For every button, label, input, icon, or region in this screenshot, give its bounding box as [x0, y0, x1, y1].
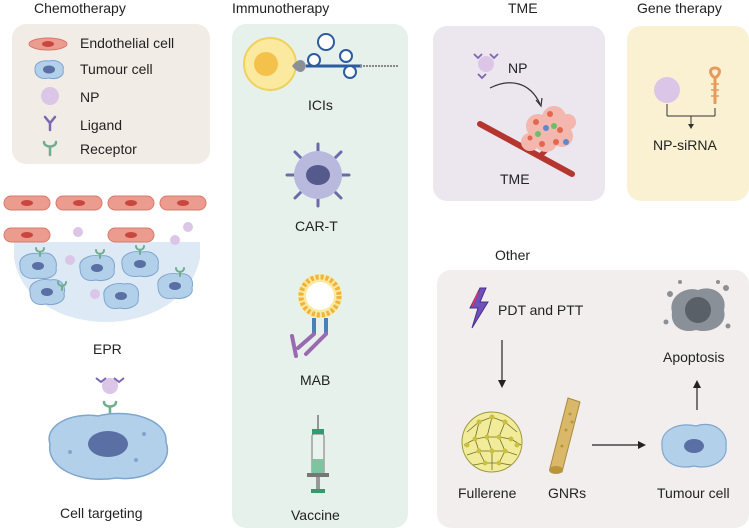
- vaccine-label: Vaccine: [291, 507, 340, 523]
- gnrs-label: GNRs: [548, 485, 587, 501]
- tumour-cell-icon-other: [661, 423, 727, 468]
- lightning-icon: [469, 287, 489, 329]
- receptor-icon: [42, 140, 58, 157]
- tme-panel: [433, 26, 605, 201]
- legend-ligand-label: Ligand: [80, 117, 123, 133]
- nanoparticle-icon: [41, 87, 59, 105]
- tme-illustration: [473, 53, 576, 177]
- tumour-cell-label: Tumour cell: [657, 485, 730, 501]
- apoptotic-cell-icon: [663, 280, 731, 332]
- chemotherapy-title: Chemotherapy: [34, 0, 126, 16]
- tumour-cell-icon: [34, 60, 64, 79]
- mab-icon: [290, 274, 342, 358]
- tme-label: TME: [500, 171, 530, 187]
- icis-icon: [243, 33, 398, 91]
- epr-label: EPR: [93, 341, 122, 357]
- legend-np-label: NP: [80, 89, 100, 105]
- mab-label: MAB: [300, 372, 331, 388]
- endothelial-cell-icon: [28, 37, 68, 51]
- np-sirna-diagram: [654, 66, 721, 129]
- pdt-ptt-label: PDT and PTT: [498, 302, 584, 318]
- legend-tumour-label: Tumour cell: [80, 61, 153, 77]
- car-t-cell-icon: [285, 142, 351, 208]
- np-label: NP: [508, 60, 528, 76]
- arrow-up-icon: [693, 380, 701, 410]
- arrow-right-icon: [592, 441, 646, 449]
- other-title: Other: [495, 247, 531, 263]
- gene-therapy-title: Gene therapy: [637, 0, 722, 16]
- arrow-down-icon: [498, 340, 506, 388]
- vaccine-syringe-icon: [307, 415, 329, 493]
- ligand-icon: [43, 115, 57, 132]
- legend-endothelial-label: Endothelial cell: [80, 35, 175, 51]
- tme-title: TME: [508, 0, 538, 16]
- gene-therapy-panel: [627, 26, 749, 201]
- icis-label: ICIs: [308, 97, 333, 113]
- np-sirna-label: NP-siRNA: [653, 137, 717, 153]
- cell-targeting-label: Cell targeting: [60, 505, 143, 521]
- fullerene-icon: [461, 411, 523, 473]
- car-t-label: CAR-T: [295, 218, 338, 234]
- fullerene-label: Fullerene: [458, 485, 517, 501]
- legend-receptor-label: Receptor: [80, 141, 137, 157]
- cell-targeting-illustration: [48, 377, 169, 480]
- epr-illustration: [3, 195, 207, 322]
- apoptosis-label: Apoptosis: [663, 349, 725, 365]
- immunotherapy-title: Immunotherapy: [232, 0, 330, 16]
- gold-nanorod-icon: [549, 397, 581, 474]
